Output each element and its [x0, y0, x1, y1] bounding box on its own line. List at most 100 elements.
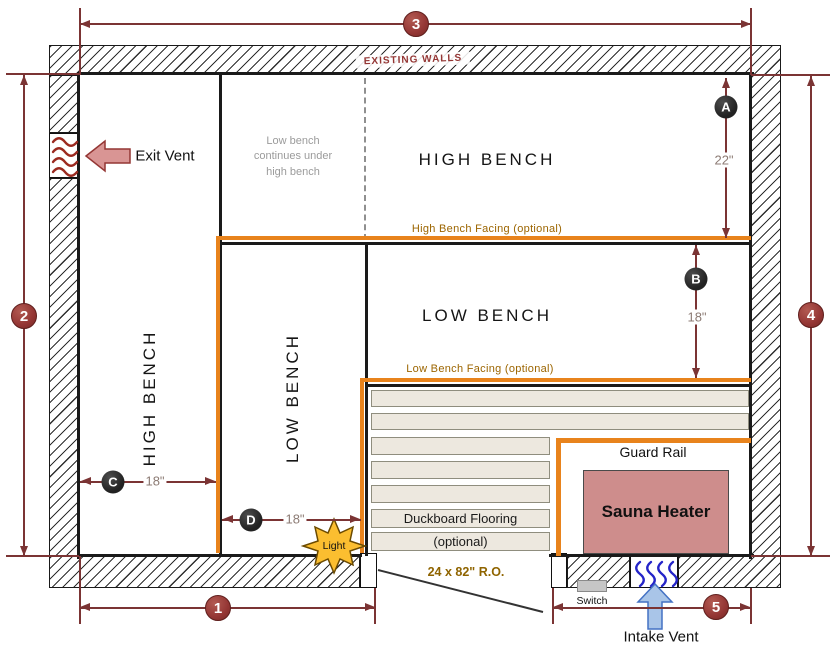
wall-bottom-left: [49, 556, 360, 588]
duckboard-slat: [371, 437, 550, 455]
ref-marker-c-label: C: [108, 474, 118, 490]
dim-marker-5-label: 5: [711, 598, 721, 616]
dim-marker-4-label: 4: [806, 306, 816, 324]
room-outline-top: [77, 72, 754, 75]
arrowhead: [81, 477, 91, 485]
highbench-front-edge: [219, 242, 751, 245]
arrowhead: [223, 515, 233, 523]
high-bench-label: HIGH BENCH: [418, 150, 556, 169]
arrowhead: [740, 603, 750, 611]
intake-vent-label: Intake Vent: [623, 628, 699, 646]
wall-left-lower: [49, 178, 79, 556]
dim-marker-3-label: 3: [411, 15, 421, 33]
high-bench-facing-line-v: [216, 236, 220, 553]
dim-ext: [6, 555, 79, 557]
arrowhead: [806, 546, 815, 556]
arrowhead: [365, 603, 375, 611]
dim-ext: [750, 588, 752, 624]
sauna-heater: Sauna Heater: [583, 470, 729, 554]
arrowhead: [80, 603, 90, 611]
duckboard-slat: [371, 413, 749, 430]
room-outline-bottom-right: [549, 554, 754, 557]
arrowhead: [19, 546, 28, 556]
ref-marker-a-label: A: [721, 99, 731, 115]
duckboard-slat: [371, 461, 550, 479]
lowbench-right-edge: [365, 242, 368, 556]
sauna-heater-label: Sauna Heater: [601, 502, 711, 521]
intake-vent-opening: [630, 556, 678, 588]
arrowhead: [350, 515, 360, 523]
guard-rail-line-v: [556, 438, 561, 556]
dim-ext: [751, 74, 830, 76]
dim-ext: [6, 73, 79, 75]
arrowhead: [19, 75, 28, 85]
dim-ext: [552, 588, 554, 624]
low-bench-label: LOW BENCH: [422, 306, 552, 325]
door-jamb-right: [551, 553, 567, 588]
room-outline-right: [749, 72, 752, 559]
ref-marker-d-label: D: [246, 512, 256, 528]
arrowhead: [721, 78, 730, 88]
switch-label: Switch: [576, 595, 608, 607]
duckboard-flooring-label: Duckboard Flooring: [403, 511, 518, 526]
duckboard-slat-label2: (optional): [371, 532, 550, 551]
dim-ext: [751, 555, 830, 557]
ref-marker-a: A: [714, 95, 738, 119]
low-bench-facing-line-v: [360, 378, 364, 553]
left-high-bench-label: HIGH BENCH: [140, 329, 159, 467]
guard-rail-label: Guard Rail: [619, 444, 687, 460]
dim-ext: [79, 556, 81, 624]
dim-marker-1-label: 1: [213, 599, 223, 617]
duckboard-slat: [371, 485, 550, 503]
ref-marker-b-label: B: [691, 271, 701, 287]
ref-marker-c: C: [101, 470, 125, 494]
door-jamb-left: [360, 553, 377, 588]
dim-ext: [79, 8, 81, 75]
duckboard-slat: [371, 390, 749, 407]
dim-ext: [750, 8, 752, 75]
exit-vent-arrow-icon: [84, 139, 131, 173]
measure-d-value: 18": [283, 511, 307, 527]
measure-c-value: 18": [143, 473, 167, 489]
exit-vent-opening: [49, 133, 79, 178]
room-outline-left: [77, 72, 80, 559]
duckboard-optional-label: (optional): [433, 534, 488, 549]
measure-a-value: 22": [712, 152, 736, 168]
dim-marker-2: 2: [11, 303, 37, 329]
dim-marker-4: 4: [798, 302, 824, 328]
low-bench-facing-label: Low Bench Facing (optional): [406, 363, 554, 375]
ref-marker-b: B: [684, 267, 708, 291]
dim-line-5: [553, 607, 750, 609]
arrowhead: [691, 245, 700, 255]
lowbench-front-edge: [365, 384, 751, 387]
left-low-bench-label: LOW BENCH: [283, 333, 302, 463]
low-bench-note: Low bench continues under high bench: [253, 134, 333, 178]
measure-b-value: 18": [685, 309, 709, 325]
dim-marker-1: 1: [205, 595, 231, 621]
wall-left-upper: [49, 75, 79, 133]
duckboard-slat-label1: Duckboard Flooring: [371, 509, 550, 528]
door-ro-label: 24 x 82" R.O.: [427, 565, 505, 579]
low-bench-facing-line-h: [360, 378, 751, 382]
high-bench-facing-line-h: [216, 236, 751, 240]
arrowhead: [205, 477, 215, 485]
light-label: Light: [322, 540, 346, 552]
bench-divider-vertical: [219, 73, 222, 556]
arrowhead: [806, 76, 815, 86]
high-bench-facing-label: High Bench Facing (optional): [411, 223, 563, 235]
hidden-bench-dashed-line: [364, 78, 366, 240]
guard-rail-line-h: [556, 438, 751, 443]
exit-vent-label: Exit Vent: [135, 147, 195, 165]
arrowhead: [721, 228, 730, 238]
ref-marker-d: D: [239, 508, 263, 532]
arrowhead: [691, 368, 700, 378]
arrowhead: [741, 19, 751, 28]
dim-marker-2-label: 2: [19, 307, 29, 325]
dim-marker-5: 5: [703, 594, 729, 620]
wall-bottom-right: [678, 556, 781, 588]
wall-right: [751, 75, 781, 556]
arrowhead: [553, 603, 563, 611]
switch-box: [577, 580, 607, 592]
dim-marker-3: 3: [403, 11, 429, 37]
